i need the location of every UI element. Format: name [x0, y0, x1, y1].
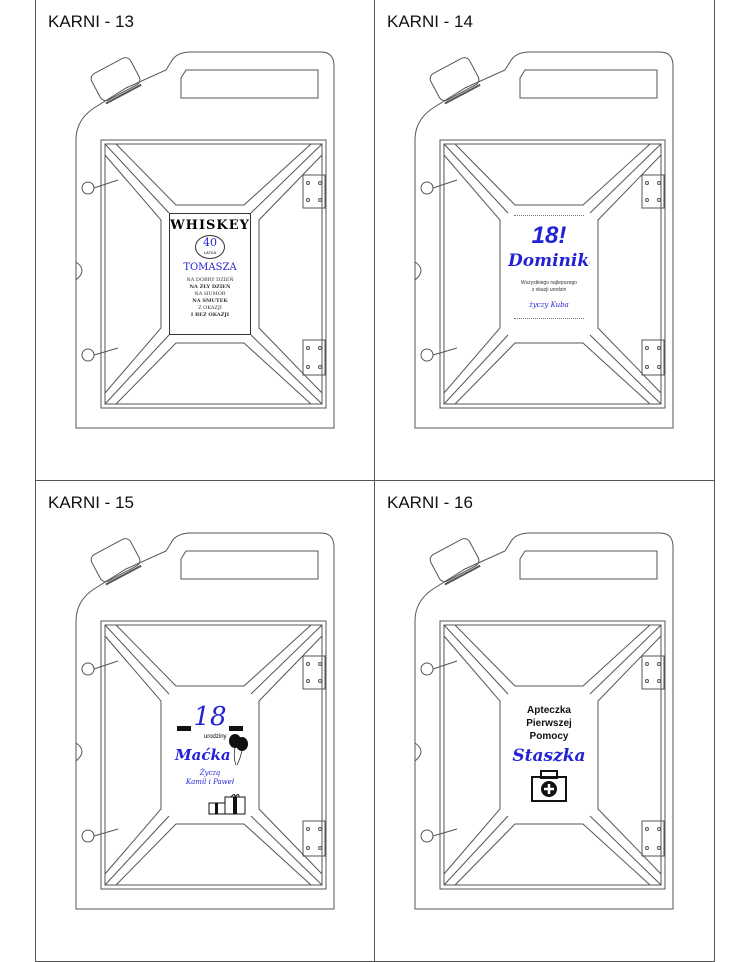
label-name: Staszka	[512, 746, 586, 766]
latch	[81, 348, 95, 362]
birthday-label: 18! Dominika Wszystkiego najlepszego z o…	[508, 213, 590, 335]
canister-frame	[100, 620, 327, 890]
product-title: KARNI - 16	[387, 493, 473, 512]
canister-frame	[100, 139, 327, 409]
first-aid-kit-icon	[531, 770, 567, 802]
latch	[81, 829, 95, 843]
birthday-label: 18 urodziny Maćka Życzą Kamil i Paweł	[169, 694, 251, 816]
label-line: NA ZŁY DZIEŃ	[189, 284, 231, 290]
hinge	[302, 174, 326, 209]
canister-cap	[90, 57, 142, 105]
label-wish: z okazji urodzin	[531, 287, 567, 293]
label-sub: urodziny	[203, 734, 227, 740]
canister-body	[414, 532, 674, 910]
canister-handle	[519, 69, 658, 99]
latch	[420, 662, 434, 676]
product-title: KARNI - 14	[387, 12, 473, 31]
whiskey-label: WHISKEY 40 LATKA TOMASZA NA DOBRY DZIEŃ …	[169, 213, 251, 335]
canister-handle	[180, 550, 319, 580]
canister-frame	[439, 620, 666, 890]
canister-handle	[180, 69, 319, 99]
hinge	[641, 174, 665, 209]
balloons-icon	[229, 734, 248, 766]
product-panel-karni-16[interactable]: KARNI - 16 Apteczka Pierwszej Pomocy Sta…	[375, 481, 715, 962]
ribbon-left	[177, 726, 192, 731]
label-number: 18	[193, 702, 227, 732]
product-title: KARNI - 15	[48, 493, 134, 512]
hinge	[641, 655, 665, 690]
label-number: 40	[203, 236, 217, 249]
canister-body	[75, 532, 335, 910]
canister-drawing	[414, 51, 674, 429]
canister-cap	[90, 538, 142, 586]
latch	[81, 662, 95, 676]
latch	[81, 181, 95, 195]
product-title: KARNI - 13	[48, 12, 134, 31]
label-name: TOMASZA	[183, 262, 237, 273]
label-line: NA SMUTEK	[192, 298, 228, 304]
canister-drawing	[75, 51, 335, 429]
latch	[420, 348, 434, 362]
first-aid-label: Apteczka Pierwszej Pomocy Staszka	[508, 694, 590, 816]
label-from: Życzą	[199, 769, 221, 777]
canister-drawing	[75, 532, 335, 910]
label-line: NA DOBRY DZIEŃ	[186, 277, 234, 283]
hinge	[302, 820, 326, 857]
hinge	[302, 339, 326, 376]
hinge	[302, 655, 326, 690]
hinge	[641, 339, 665, 376]
canister-handle	[519, 550, 658, 580]
label-brand: WHISKEY	[170, 218, 250, 233]
label-name: Maćka	[175, 746, 231, 764]
canister-body	[414, 51, 674, 429]
label-line: NA HUMOR	[194, 291, 226, 297]
label-number: 18!	[531, 222, 567, 249]
product-panel-karni-13[interactable]: KARNI - 13 WHISKEY 40 LATKA TOMASZA NA D…	[35, 0, 375, 481]
label-from: życzy Kuba	[529, 301, 569, 309]
canister-body	[75, 51, 335, 429]
number-badge: 40 LATKA	[195, 235, 225, 259]
dotted-divider	[514, 215, 584, 216]
dotted-divider	[514, 318, 584, 319]
label-wish: Wszystkiego najlepszego	[520, 280, 578, 286]
label-from: Kamil i Paweł	[185, 778, 235, 786]
product-panel-karni-15[interactable]: KARNI - 15 18 urodziny Maćka Życzą Kamil…	[35, 481, 375, 962]
ribbon-right	[228, 726, 243, 731]
hinge	[641, 820, 665, 857]
canister-cap	[429, 538, 481, 586]
canister-cap	[429, 57, 481, 105]
gifts-icon	[208, 794, 246, 815]
product-panel-karni-14[interactable]: KARNI - 14 18! Dominika Wszystkiego najl…	[375, 0, 715, 481]
label-number-sub: LATKA	[203, 250, 217, 255]
canister-drawing	[414, 532, 674, 910]
latch	[420, 181, 434, 195]
label-line: Pomocy	[529, 731, 569, 742]
label-line: Z OKAZJI	[198, 305, 222, 311]
label-line: I BEZ OKAZJI	[190, 312, 230, 318]
canister-frame	[439, 139, 666, 409]
label-line: Apteczka	[527, 705, 571, 716]
label-name: Dominika	[508, 251, 590, 271]
label-line: Pierwszej	[526, 718, 572, 729]
latch	[420, 829, 434, 843]
